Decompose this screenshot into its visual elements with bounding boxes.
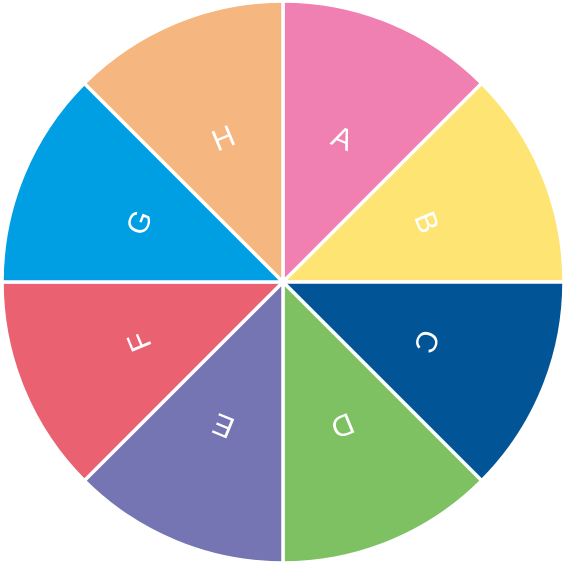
segment-f	[0, 280, 285, 483]
segment-c	[281, 280, 566, 483]
segment-e	[82, 280, 285, 565]
segment-b	[281, 81, 566, 284]
segment-h	[82, 0, 285, 284]
segment-g	[0, 81, 285, 284]
segment-a	[281, 0, 484, 284]
segment-d	[281, 280, 484, 565]
